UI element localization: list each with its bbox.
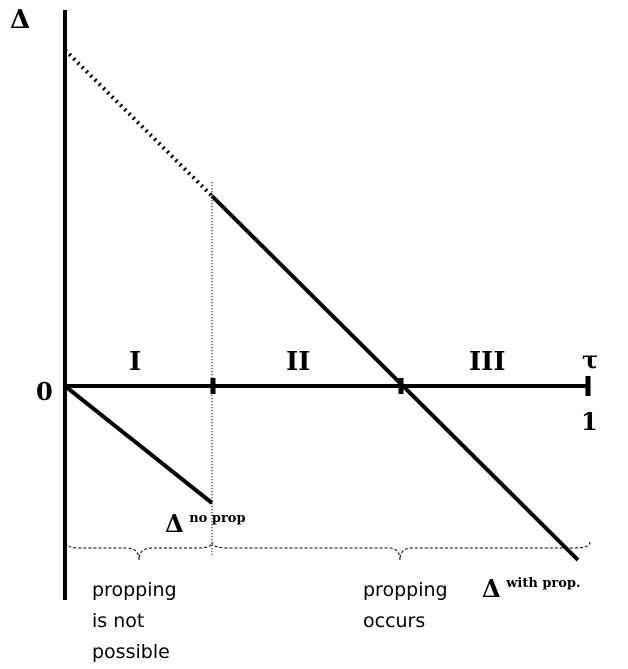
- brace-left: [65, 541, 213, 561]
- annotation-right-line-1: propping: [363, 579, 448, 601]
- no-prop-label-sup: no prop: [189, 511, 245, 526]
- annotation-left-line-1: propping: [92, 579, 177, 601]
- annotation-right-line-2: occurs: [363, 610, 425, 632]
- region-2-label: II: [286, 347, 310, 377]
- no-prop-label: Δ no prop: [165, 509, 246, 538]
- x-axis-label: τ: [582, 345, 598, 374]
- with-prop-label-base: Δ: [482, 574, 501, 603]
- region-3-label: III: [469, 347, 506, 377]
- with-prop-label-sup: with prop.: [505, 576, 580, 591]
- with-prop-label: Δ with prop.: [482, 574, 581, 603]
- no-prop-label-base: Δ: [165, 509, 184, 538]
- no-prop-line: [63, 384, 214, 505]
- annotation-left-line-2: is not: [92, 610, 144, 632]
- origin-label: 0: [36, 377, 53, 406]
- region-1-label: I: [129, 347, 141, 377]
- annotation-left-line-3: possible: [92, 641, 170, 663]
- y-axis-label: Δ: [10, 5, 30, 35]
- brace-right: [211, 541, 591, 561]
- with-prop-extension: [63, 48, 214, 198]
- x-max-label: 1: [581, 407, 598, 436]
- with-prop-line: [210, 194, 580, 562]
